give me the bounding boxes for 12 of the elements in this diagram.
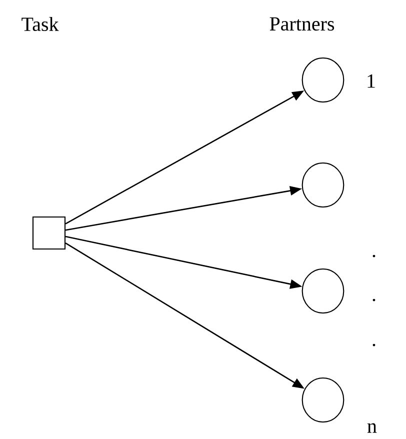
label: . [372, 344, 376, 346]
label: 1 [368, 74, 375, 88]
partner-circle [302, 162, 344, 208]
label: Partners [270, 17, 334, 31]
partner-circle [302, 268, 344, 314]
label: n [367, 423, 377, 433]
label: Task [22, 16, 59, 32]
partner-circle [302, 57, 344, 103]
task-square [32, 216, 66, 250]
label: . [372, 298, 376, 302]
partner-circle [302, 377, 344, 423]
label: . [372, 254, 376, 258]
